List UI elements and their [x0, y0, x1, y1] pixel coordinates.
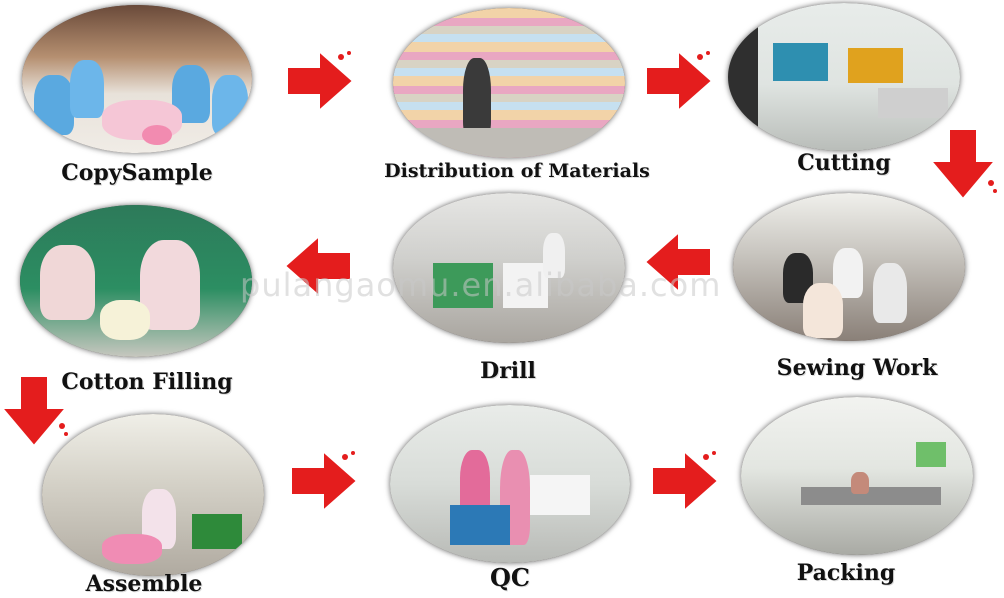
step-label-assemble: Assemble	[85, 571, 203, 597]
arrow-left-icon	[643, 229, 712, 295]
step-label-cotton-filling: Cotton Filling	[61, 369, 233, 395]
step-label-packing: Packing	[796, 560, 896, 586]
arrow-down-icon	[928, 128, 998, 201]
arrow-left-icon	[283, 233, 352, 299]
step-label-cutting: Cutting	[797, 150, 891, 176]
photo-copysample	[22, 5, 252, 153]
watermark: pulangaomu.en.alibaba.com	[240, 266, 722, 304]
arrow-right-icon	[651, 448, 720, 514]
arrow-right-icon	[645, 48, 714, 114]
step-label-qc: QC	[489, 563, 531, 592]
photo-cutting	[728, 3, 960, 151]
photo-assemble	[42, 414, 264, 576]
step-label-distribution-of-materials: Distribution of Materials	[384, 160, 650, 182]
arrow-right-icon	[286, 48, 355, 114]
photo-drill	[393, 193, 625, 343]
photo-sewing-work	[733, 193, 965, 341]
photo-qc	[390, 405, 630, 563]
step-label-copysample: CopySample	[61, 160, 213, 186]
photo-cotton-filling	[20, 205, 252, 357]
step-label-drill: Drill	[480, 358, 536, 384]
arrow-right-icon	[290, 448, 359, 514]
photo-packing	[741, 397, 973, 555]
photo-distribution-of-materials	[393, 8, 625, 158]
arrow-down-icon	[2, 375, 69, 448]
step-label-sewing-work: Sewing Work	[776, 355, 938, 381]
